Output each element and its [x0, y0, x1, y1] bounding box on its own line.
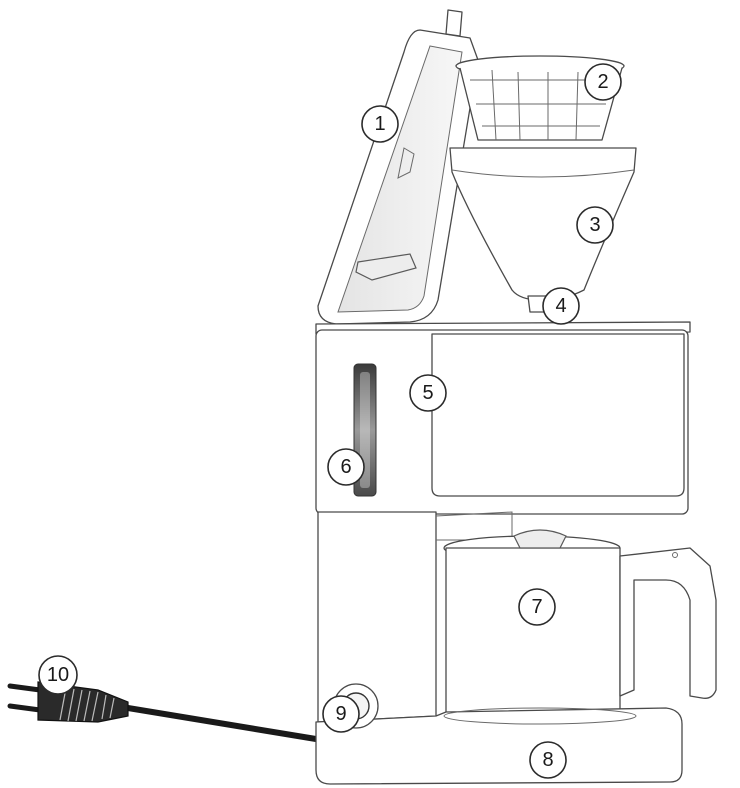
callout-8: 8 [530, 742, 566, 778]
callout-4: 4 [543, 288, 579, 324]
callout-1-label: 1 [374, 113, 385, 135]
callout-5: 5 [410, 375, 446, 411]
callout-3: 3 [577, 207, 613, 243]
callout-10-label: 10 [47, 664, 69, 686]
callout-7-label: 7 [531, 596, 542, 618]
callout-6-label: 6 [340, 456, 351, 478]
callout-4-label: 4 [555, 295, 566, 317]
callout-10: 10 [39, 656, 77, 694]
callout-9: 9 [323, 696, 359, 732]
callout-7: 7 [519, 589, 555, 625]
callout-1: 1 [362, 106, 398, 142]
callout-2-label: 2 [597, 71, 608, 93]
callout-5-label: 5 [422, 382, 433, 404]
callout-8-label: 8 [542, 749, 553, 771]
callout-6: 6 [328, 449, 364, 485]
callout-9-label: 9 [335, 703, 346, 725]
carafe [444, 530, 716, 720]
callout-3-label: 3 [589, 214, 600, 236]
water-tank-housing [316, 322, 690, 514]
callout-2: 2 [585, 64, 621, 100]
